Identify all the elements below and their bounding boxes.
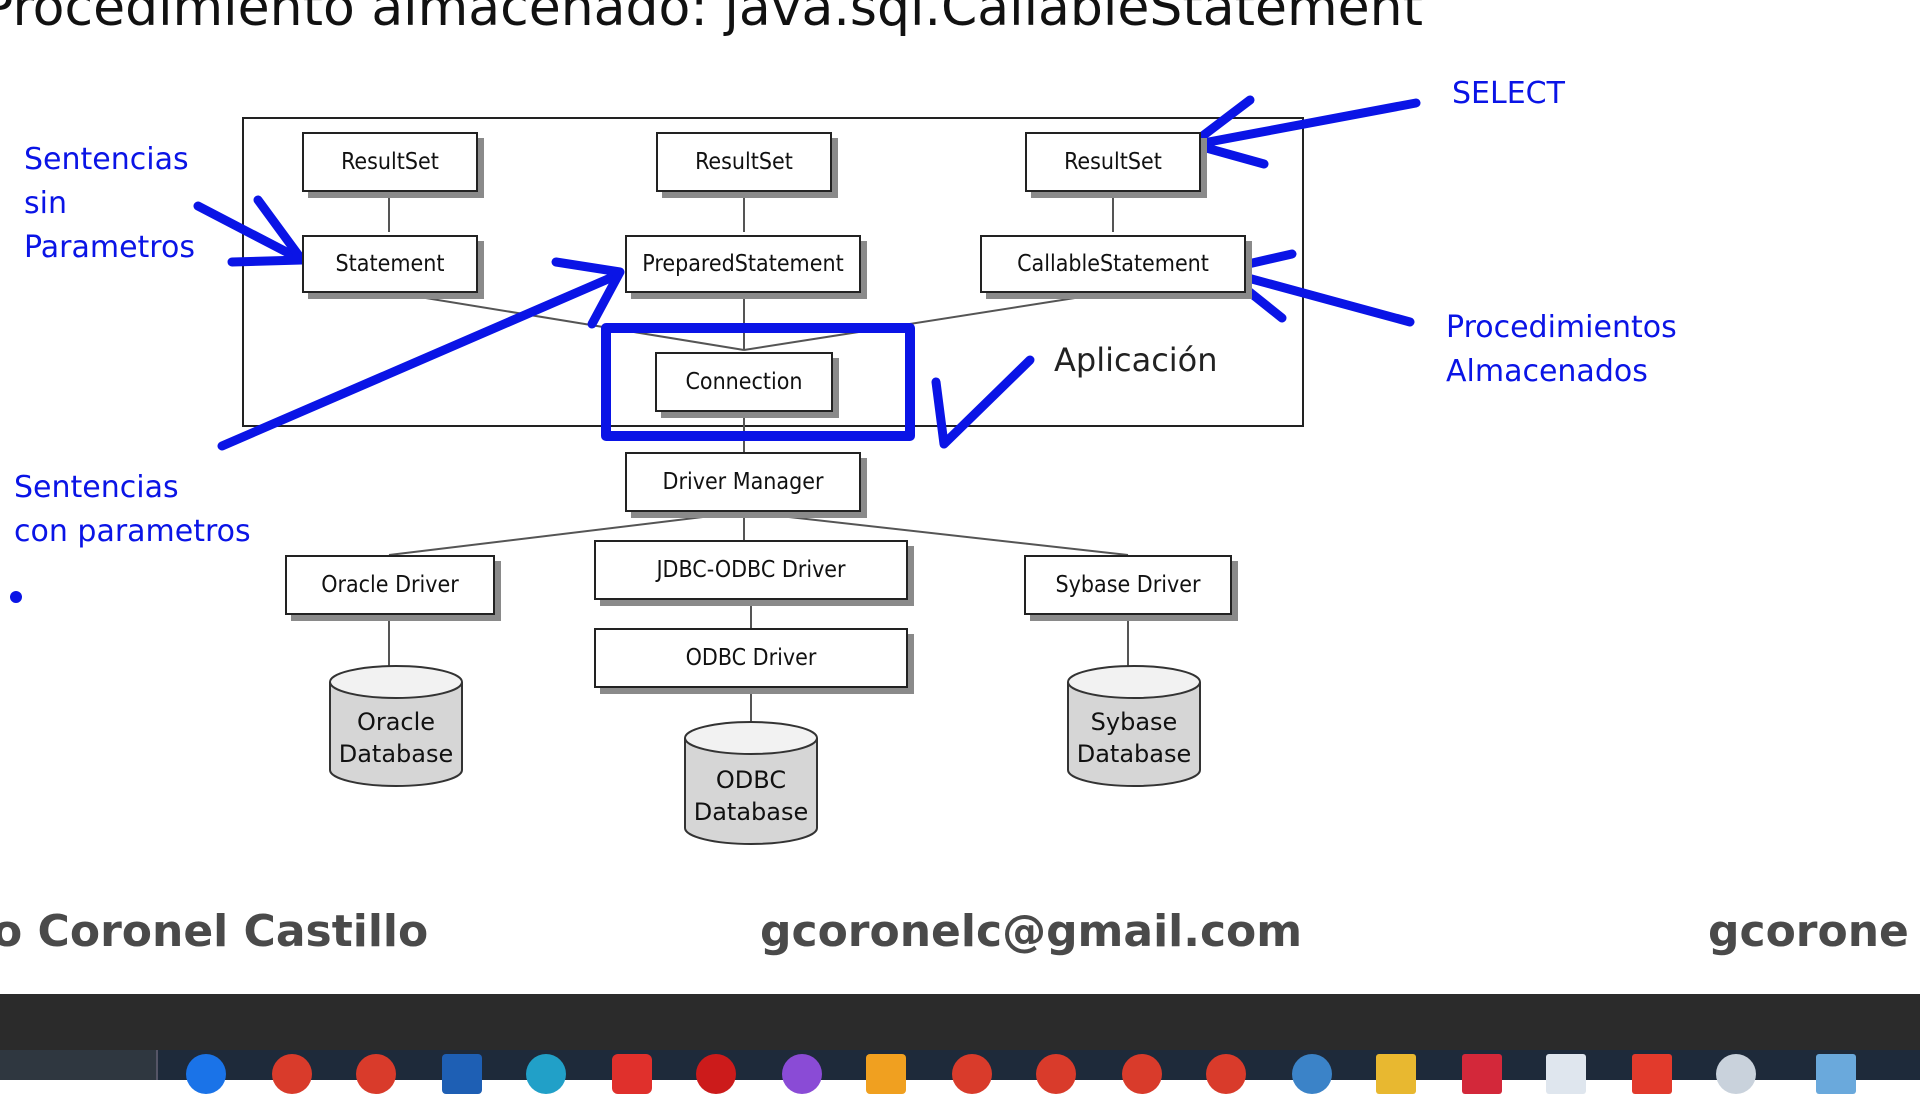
purple-app-icon[interactable] — [782, 1054, 822, 1094]
odbc-database-label: ODBC Database — [685, 764, 817, 828]
annotation-sin-line2: sin — [24, 186, 67, 221]
annotation-arrow — [1221, 267, 1415, 327]
annotation-dot — [10, 591, 22, 603]
annotation-sin-line3: Parametros — [24, 230, 195, 265]
oracle-database-cylinder — [329, 665, 463, 787]
footer-email: gcoronelc@gmail.com — [760, 906, 1303, 957]
slide: Procedimiento almacenado: java.sql.Calla… — [0, 0, 1909, 957]
sybase-database-cylinder — [1067, 665, 1201, 787]
jdbc-odbc-driver-box: JDBC-ODBC Driver — [594, 540, 908, 600]
chrome-icon[interactable] — [186, 1054, 226, 1094]
annotation-procedimientos: Procedimientos Almacenados — [1446, 306, 1677, 394]
annotation-proc-line2: Almacenados — [1446, 354, 1648, 389]
oracle-db-line2: Database — [338, 740, 454, 768]
annotation-arrow — [193, 201, 303, 263]
sybase-driver-box: Sybase Driver — [1024, 555, 1232, 615]
diagram-lines — [10, 95, 1421, 845]
sybase-db-line2: Database — [1076, 740, 1192, 768]
resultset-box-1: ResultSet — [302, 132, 478, 192]
edge-icon[interactable] — [526, 1054, 566, 1094]
annotation-sin-parametros: Sentencias sin Parametros — [24, 138, 195, 270]
annotation-proc-line1: Procedimientos — [1446, 310, 1677, 345]
paint-icon[interactable] — [1292, 1054, 1332, 1094]
annotation-arrow — [217, 271, 620, 451]
taskbar — [0, 1050, 1920, 1094]
slide-title: Procedimiento almacenado: java.sql.Calla… — [0, 0, 1423, 38]
sybase-db-line1: Sybase — [1090, 708, 1178, 736]
red-app-icon[interactable] — [952, 1054, 992, 1094]
prepared-statement-box: PreparedStatement — [625, 235, 861, 293]
connector-line — [388, 511, 745, 556]
red-app-icon[interactable] — [1036, 1054, 1076, 1094]
presentation-bar — [0, 994, 1920, 1050]
oracle-db-line1: Oracle — [356, 708, 436, 736]
connector-line — [743, 291, 1114, 351]
footer-partial: gcorone — [1708, 906, 1909, 957]
application-frame — [242, 117, 1304, 427]
sybase-database-label: Sybase Database — [1068, 706, 1200, 770]
annotation-con-line1: Sentencias — [14, 470, 179, 505]
red-app-icon[interactable] — [1122, 1054, 1162, 1094]
annotation-select: SELECT — [1452, 76, 1565, 111]
blue-app-icon[interactable] — [442, 1054, 482, 1094]
red-app-icon[interactable] — [1632, 1054, 1672, 1094]
connector-line — [743, 511, 1129, 556]
red-app-icon[interactable] — [1206, 1054, 1246, 1094]
red-app-icon[interactable] — [1462, 1054, 1502, 1094]
red-app-icon[interactable] — [356, 1054, 396, 1094]
annotation-check-mark — [931, 355, 1035, 449]
file-explorer-icon[interactable] — [1376, 1054, 1416, 1094]
folder-icon[interactable] — [866, 1054, 906, 1094]
annotation-arrowhead — [551, 257, 625, 329]
connector-line — [388, 291, 745, 351]
annotation-sin-line1: Sentencias — [24, 142, 189, 177]
annotation-con-parametros: Sentencias con parametros — [14, 466, 251, 554]
odbc-db-line1: ODBC — [715, 766, 787, 794]
odbc-db-line2: Database — [693, 798, 809, 826]
settings-icon[interactable] — [1716, 1054, 1756, 1094]
annotation-con-line2: con parametros — [14, 514, 251, 549]
annotation-highlight-box — [601, 323, 915, 441]
callable-statement-box: CallableStatement — [980, 235, 1246, 293]
red-app-icon[interactable] — [272, 1054, 312, 1094]
opera-icon[interactable] — [696, 1054, 736, 1094]
application-label: Aplicación — [1054, 341, 1218, 379]
red-app-icon[interactable] — [612, 1054, 652, 1094]
start-button[interactable] — [0, 1050, 158, 1080]
statement-box: Statement — [302, 235, 478, 293]
resultset-box-2: ResultSet — [656, 132, 832, 192]
oracle-driver-box: Oracle Driver — [285, 555, 495, 615]
odbc-driver-box: ODBC Driver — [594, 628, 908, 688]
odbc-database-cylinder — [684, 721, 818, 845]
notepad-icon[interactable] — [1546, 1054, 1586, 1094]
monitor-icon[interactable] — [1816, 1054, 1856, 1094]
driver-manager-box: Driver Manager — [625, 452, 861, 512]
oracle-database-label: Oracle Database — [330, 706, 462, 770]
resultset-box-3: ResultSet — [1025, 132, 1201, 192]
footer-author: o Coronel Castillo — [0, 906, 429, 957]
annotation-arrow — [1193, 98, 1421, 149]
connection-box: Connection — [655, 352, 833, 412]
